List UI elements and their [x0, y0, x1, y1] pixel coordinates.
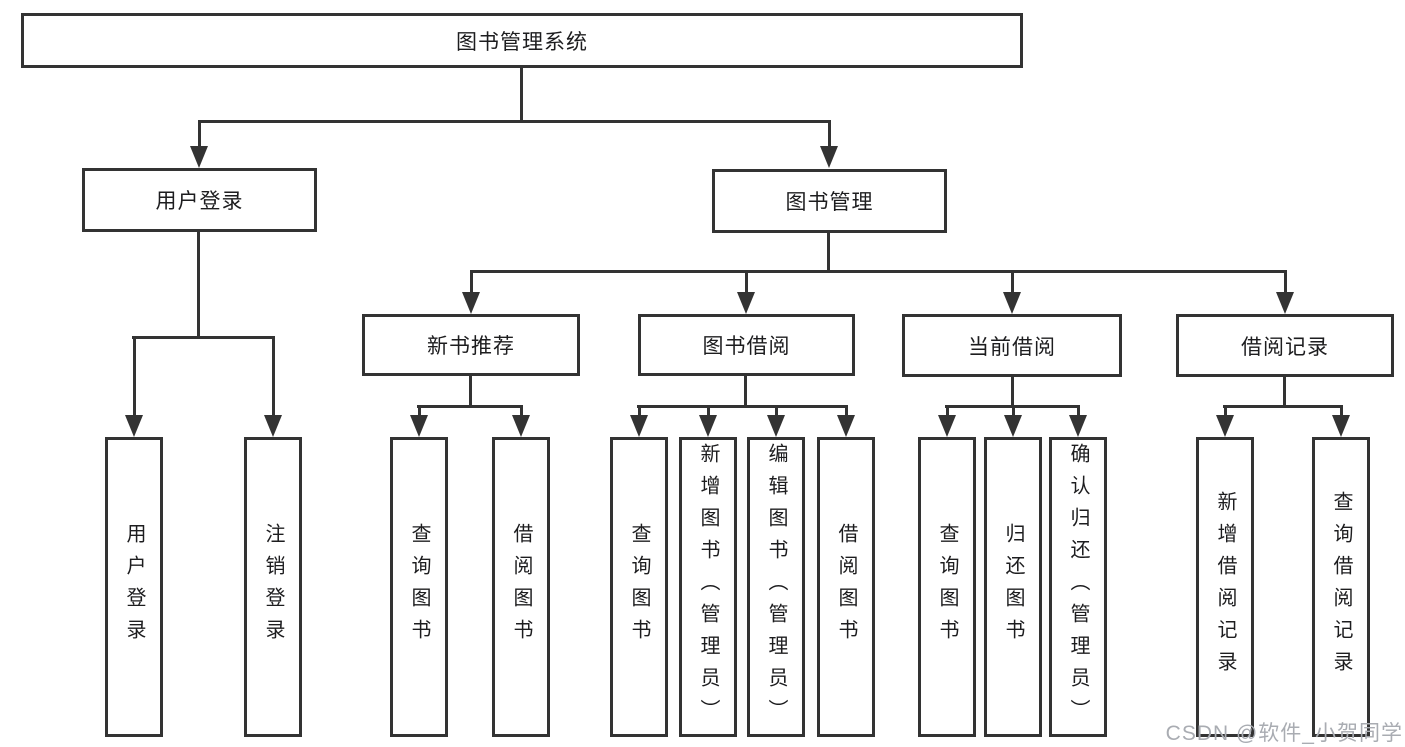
connector-drop-nb-borrow [520, 405, 523, 421]
node-user-login-label: 用户登录 [155, 190, 244, 213]
node-current-borrow: 当前借阅 [902, 314, 1122, 377]
leaf-new-books-query: 查询图书 [390, 437, 448, 737]
node-book-management: 图书管理 [712, 169, 947, 233]
leaf-borrow-add-admin-label: 新增图书（管理员） [697, 443, 719, 731]
arrowhead-current [1003, 292, 1021, 314]
leaf-borrow-borrow-label: 借阅图书 [835, 523, 857, 651]
node-book-borrow: 图书借阅 [638, 314, 855, 376]
leaf-logout: 注销登录 [244, 437, 302, 737]
connector-drop-rec-add [1224, 405, 1227, 421]
leaf-records-query: 查询借阅记录 [1312, 437, 1370, 737]
connector-drop-rec-query [1340, 405, 1343, 421]
arrowhead-nb-query [410, 415, 428, 437]
leaf-current-query-label: 查询图书 [936, 523, 958, 651]
arrowhead-bb-query [630, 415, 648, 437]
connector-records-bar [1223, 405, 1342, 408]
connector-drop-bb-edit [775, 405, 778, 421]
node-root-library-system: 图书管理系统 [21, 13, 1023, 68]
arrowhead-rec-add [1216, 415, 1234, 437]
connector-borrow-stub [744, 376, 747, 406]
arrowhead-leaf-logout [264, 415, 282, 437]
connector-records-stub [1283, 377, 1286, 406]
connector-book-mgmt-stub [827, 233, 830, 270]
connector-user-login-bar [132, 336, 274, 339]
leaf-borrow-query-label: 查询图书 [628, 523, 650, 651]
leaf-borrow-edit-admin: 编辑图书（管理员） [747, 437, 805, 737]
leaf-current-confirm-admin: 确认归还（管理员） [1049, 437, 1107, 737]
connector-drop-cb-return [1012, 405, 1015, 421]
arrowhead-leaf-login [125, 415, 143, 437]
connector-drop-records [1284, 270, 1287, 296]
connector-level2-bar [470, 270, 1287, 273]
leaf-new-books-query-label: 查询图书 [408, 523, 430, 651]
leaf-logout-label: 注销登录 [262, 523, 284, 651]
arrowhead-rec-query [1332, 415, 1350, 437]
connector-root-stub [520, 68, 523, 120]
arrowhead-bb-add [699, 415, 717, 437]
leaf-borrow-add-admin: 新增图书（管理员） [679, 437, 737, 737]
node-root-label: 图书管理系统 [456, 30, 588, 54]
connector-current-stub [1011, 377, 1014, 406]
csdn-watermark: CSDN @软件_小贺同学 [1165, 722, 1403, 745]
connector-new-books-bar [417, 405, 522, 408]
leaf-records-add-label: 新增借阅记录 [1214, 491, 1236, 683]
connector-drop-nb-query [418, 405, 421, 421]
arrowhead-records [1276, 292, 1294, 314]
arrowhead-new-books [462, 292, 480, 314]
connector-drop-bb-borrow [845, 405, 848, 421]
connector-drop-bb-add [707, 405, 710, 421]
node-book-management-label: 图书管理 [785, 191, 874, 214]
arrowhead-borrow [737, 292, 755, 314]
leaf-records-query-label: 查询借阅记录 [1330, 491, 1352, 683]
leaf-current-query: 查询图书 [918, 437, 976, 737]
arrowhead-user-login [190, 146, 208, 168]
leaf-current-confirm-admin-label: 确认归还（管理员） [1067, 443, 1089, 731]
node-book-borrow-label: 图书借阅 [702, 335, 791, 358]
leaf-new-books-borrow-label: 借阅图书 [510, 523, 532, 651]
arrowhead-cb-confirm [1069, 415, 1087, 437]
leaf-borrow-borrow: 借阅图书 [817, 437, 875, 737]
connector-drop-cb-query [946, 405, 949, 421]
leaf-records-add: 新增借阅记录 [1196, 437, 1254, 737]
node-borrow-records: 借阅记录 [1176, 314, 1394, 377]
connector-drop-book-mgmt [828, 120, 831, 150]
connector-new-books-stub [469, 376, 472, 406]
leaf-user-login: 用户登录 [105, 437, 163, 737]
connector-drop-cb-confirm [1077, 405, 1080, 421]
connector-drop-bb-query [638, 405, 641, 421]
arrowhead-book-mgmt [820, 146, 838, 168]
connector-drop-leaf-login [133, 336, 136, 420]
node-new-book-recommend: 新书推荐 [362, 314, 580, 376]
leaf-current-return: 归还图书 [984, 437, 1042, 737]
leaf-borrow-edit-admin-label: 编辑图书（管理员） [765, 443, 787, 731]
connector-drop-leaf-logout [272, 336, 275, 420]
node-borrow-records-label: 借阅记录 [1241, 335, 1329, 359]
connector-borrow-bar [637, 405, 847, 408]
arrowhead-bb-edit [767, 415, 785, 437]
leaf-current-return-label: 归还图书 [1002, 523, 1024, 651]
connector-level1-bar [198, 120, 830, 123]
connector-drop-current [1011, 270, 1014, 296]
node-new-book-recommend-label: 新书推荐 [427, 335, 515, 358]
leaf-new-books-borrow: 借阅图书 [492, 437, 550, 737]
arrowhead-bb-borrow [837, 415, 855, 437]
connector-drop-user-login [198, 120, 201, 150]
connector-drop-new-books [470, 270, 473, 296]
arrowhead-nb-borrow [512, 415, 530, 437]
arrowhead-cb-query [938, 415, 956, 437]
node-user-login: 用户登录 [82, 168, 317, 232]
connector-drop-borrow [745, 270, 748, 296]
leaf-user-login-label: 用户登录 [123, 523, 145, 651]
node-current-borrow-label: 当前借阅 [968, 335, 1056, 359]
leaf-borrow-query: 查询图书 [610, 437, 668, 737]
connector-user-login-stub [197, 232, 200, 336]
arrowhead-cb-return [1004, 415, 1022, 437]
